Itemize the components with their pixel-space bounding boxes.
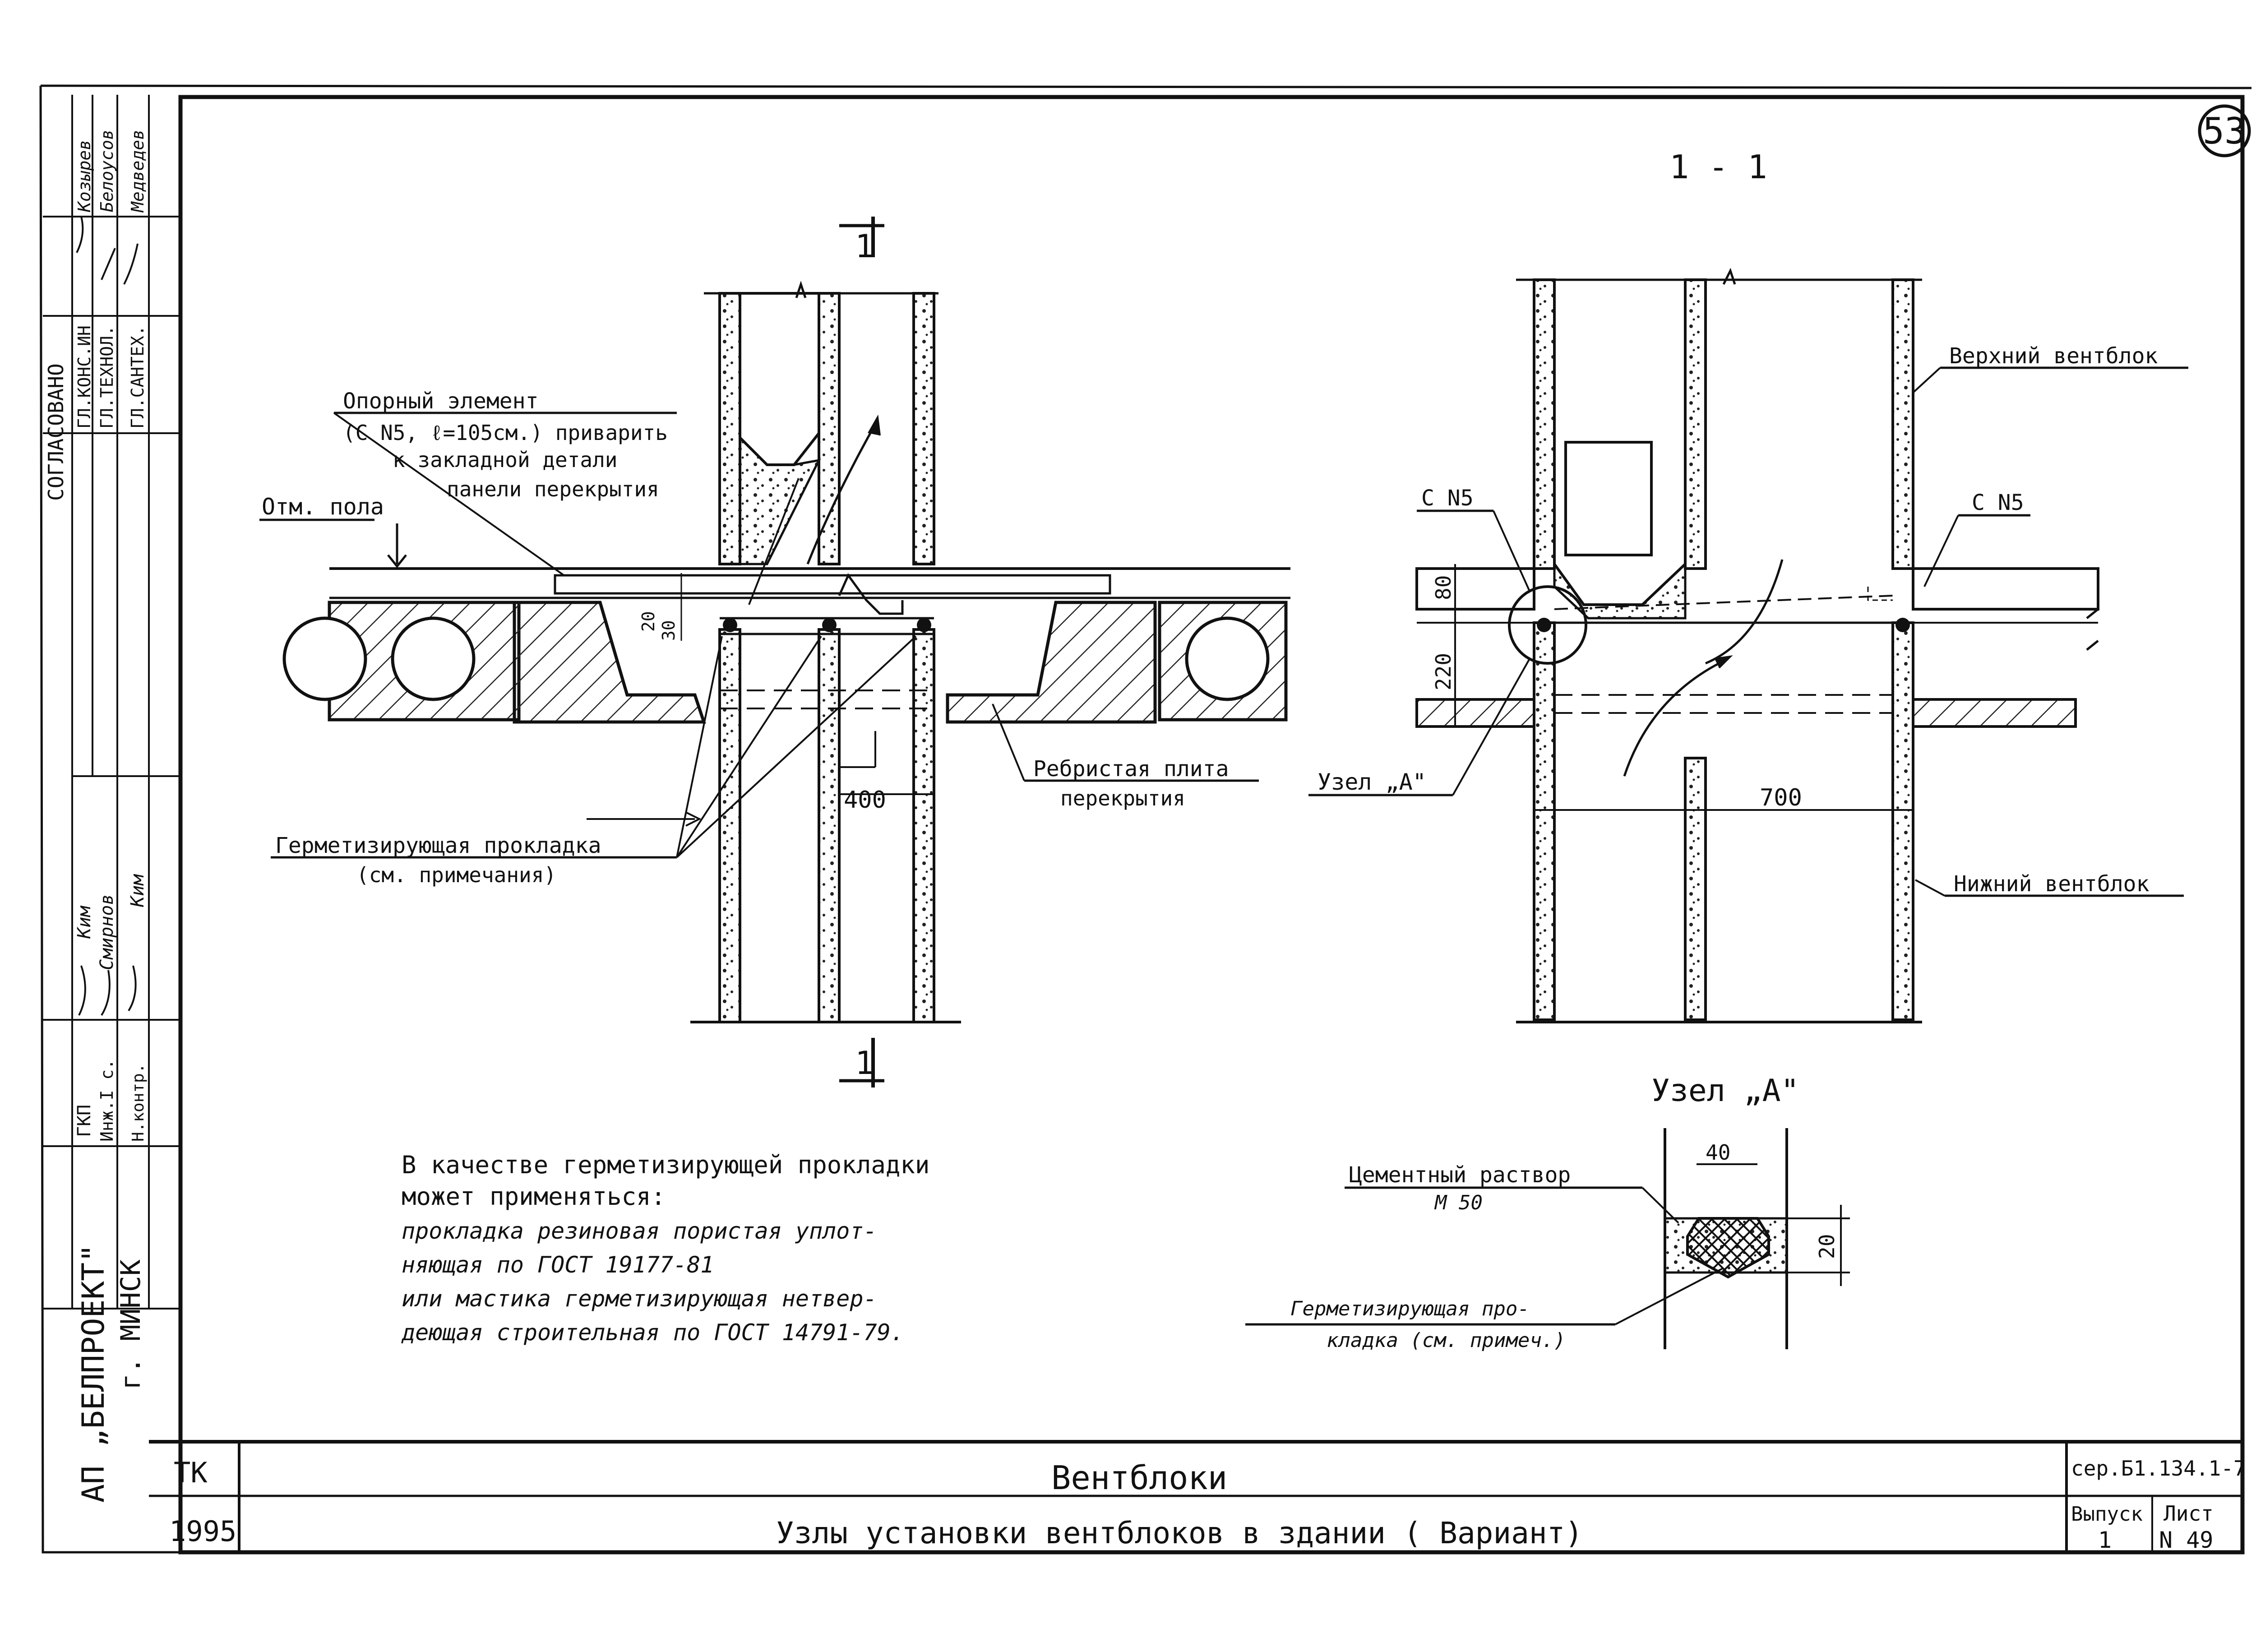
svg-text:40: 40: [1706, 1140, 1730, 1165]
lower-block-label: Нижний вентблок: [1915, 871, 2184, 897]
node-a-gasket-label: Герметизирующая про-: [1290, 1297, 1530, 1320]
svg-text:(С N5, ℓ=105см.) приварить: (С N5, ℓ=105см.) приварить: [343, 421, 668, 445]
floor-slabs-1-1: [1415, 567, 2099, 728]
svg-text:N 49: N 49: [2159, 1527, 2213, 1553]
node-a-title: Узел „А": [1651, 1073, 1799, 1109]
svg-text:53: 53: [2203, 110, 2246, 152]
approval-stamp: СОГЛАСОВАНО ГЛ.КОНС.ИН ГЛ.ТЕХНОЛ. ГЛ.САН…: [43, 95, 180, 1503]
vent-block-walls-1-1: [1516, 268, 1922, 1023]
signature-marks: [76, 216, 139, 285]
svg-text:Верхний вентблок: Верхний вентблок: [1949, 343, 2158, 369]
dimension-20-30: 20 30: [638, 573, 682, 641]
svg-text:В качестве герметизирующей про: В качестве герметизирующей прокладки: [402, 1151, 929, 1179]
svg-text:80: 80: [1431, 575, 1456, 600]
svg-text:1: 1: [2098, 1527, 2112, 1553]
dimension-80-220: 80 220: [1431, 564, 1464, 727]
svg-text:панели перекрытия: панели перекрытия: [447, 477, 659, 501]
svg-text:Н.контр.: Н.контр.: [129, 1064, 148, 1142]
svg-text:220: 220: [1431, 653, 1456, 690]
svg-text:Отм. пола: Отм. пола: [262, 494, 384, 520]
svg-text:перекрытия: перекрытия: [1060, 786, 1185, 810]
c5-left-label: С N5: [1417, 486, 1530, 592]
right-section-view: 1 - 1: [1308, 148, 2188, 1023]
svg-text:Медведев: Медведев: [128, 130, 148, 213]
mortar-label: Цементный раствор: [1349, 1162, 1571, 1188]
note-block: В качестве герметизирующей прокладки мож…: [401, 1151, 929, 1346]
upper-block-label: Верхний вентблок: [1912, 343, 2188, 393]
svg-text:(см. примечания): (см. примечания): [356, 863, 556, 887]
svg-text:ГКП: ГКП: [74, 1105, 95, 1137]
section-title: 1 - 1: [1669, 148, 1767, 186]
dimension-700: 700: [1534, 784, 1913, 811]
cut-mark-bottom: 1: [839, 1038, 884, 1087]
svg-text:Инж.I с.: Инж.I с.: [97, 1059, 117, 1142]
ribbed-slab-label: Ребристая плита перекрытия: [992, 703, 1259, 810]
hollow-core-slab-left: [282, 601, 521, 722]
c5-right-label: С N5: [1923, 490, 2030, 587]
svg-text:ГЛ.ТЕХНОЛ.: ГЛ.ТЕХНОЛ.: [97, 325, 117, 429]
page-number: 53: [2198, 104, 2251, 157]
svg-text:С N5: С N5: [1421, 486, 1474, 511]
org-name: АП „БЕЛПРОЕКТ": [76, 1244, 111, 1503]
svg-text:Козырев: Козырев: [74, 140, 94, 213]
dimension-400: 400: [839, 731, 934, 814]
support-element-label: Опорный элемент (С N5, ℓ=105см.) привари…: [333, 389, 677, 576]
svg-text:может применяться:: может применяться:: [402, 1182, 666, 1211]
left-section-view: 1 1: [259, 217, 1290, 1087]
svg-text:Ким: Ким: [127, 874, 148, 907]
svg-text:Ребристая плита: Ребристая плита: [1033, 756, 1229, 782]
gasket-label: Герметизирующая прокладка (см. примечани…: [271, 635, 917, 887]
svg-text:к закладной детали: к закладной детали: [393, 448, 618, 472]
svg-text:Герметизирующая прокладка: Герметизирующая прокладка: [275, 833, 601, 858]
title-block: ТК 1995 Вентблоки Узлы установки вентбло…: [149, 1440, 2246, 1553]
org-city: г. МИНСК: [115, 1259, 147, 1390]
svg-text:1: 1: [855, 1045, 874, 1082]
svg-text:Нижний вентблок: Нижний вентблок: [1954, 871, 2150, 897]
svg-text:Выпуск: Выпуск: [2071, 1503, 2143, 1526]
ribbed-slab-right: [946, 601, 1157, 724]
vent-block-walls: [690, 281, 961, 1023]
svg-text:1: 1: [855, 228, 874, 265]
svg-text:Смирнов: Смирнов: [97, 894, 117, 970]
svg-text:Опорный элемент: Опорный элемент: [343, 389, 538, 414]
hollow-core-slab-right: [1158, 601, 1288, 722]
ribbed-slab-left: [513, 601, 706, 724]
svg-text:или мастика герметизирующая не: или мастика герметизирующая нетвер-: [402, 1286, 877, 1312]
svg-text:Лист: Лист: [2164, 1501, 2214, 1526]
svg-text:кладка (см. примеч.): кладка (см. примеч.): [1327, 1329, 1566, 1352]
sheet-frame: [39, 84, 2252, 1555]
node-a-detail: Узел „А" 40 20 Цементный раствор М 50 Ге…: [1245, 1073, 1850, 1352]
signature-marks: [78, 965, 137, 1016]
svg-text:Ким: Ким: [74, 905, 95, 939]
svg-text:ТК: ТК: [174, 1456, 208, 1489]
svg-text:Белоусов: Белоусов: [97, 130, 117, 212]
svg-text:сер.Б1.134.1-7: сер.Б1.134.1-7: [2071, 1456, 2246, 1481]
svg-text:20: 20: [638, 611, 658, 632]
svg-text:1995: 1995: [169, 1515, 236, 1548]
cut-mark-top: 1: [839, 217, 884, 265]
svg-text:ГЛ.САНТЕХ.: ГЛ.САНТЕХ.: [128, 325, 148, 429]
svg-text:С N5: С N5: [1972, 490, 2024, 515]
svg-text:700: 700: [1760, 784, 1802, 811]
svg-text:М 50: М 50: [1434, 1191, 1483, 1214]
svg-text:20: 20: [1815, 1234, 1839, 1259]
svg-text:ГЛ.КОНС.ИН: ГЛ.КОНС.ИН: [74, 325, 94, 429]
agreed-label: СОГЛАСОВАНО: [44, 363, 68, 501]
svg-text:30: 30: [659, 620, 679, 641]
drawing-subtitle: Узлы установки вентблоков в здании ( Вар…: [776, 1516, 1583, 1550]
svg-text:400: 400: [844, 787, 886, 814]
svg-text:няющая по ГОСТ 19177-81: няющая по ГОСТ 19177-81: [402, 1252, 714, 1278]
svg-text:деющая строительная по ГОСТ 14: деющая строительная по ГОСТ 14791-79.: [401, 1319, 904, 1346]
svg-text:Узел „А": Узел „А": [1318, 769, 1426, 795]
svg-text:прокладка резиновая пористая у: прокладка резиновая пористая уплот-: [402, 1218, 877, 1244]
node-a-callout: Узел „А": [1308, 585, 1587, 796]
floor-mark: Отм. пола: [259, 494, 407, 569]
drawing-title: Вентблоки: [1051, 1459, 1227, 1497]
